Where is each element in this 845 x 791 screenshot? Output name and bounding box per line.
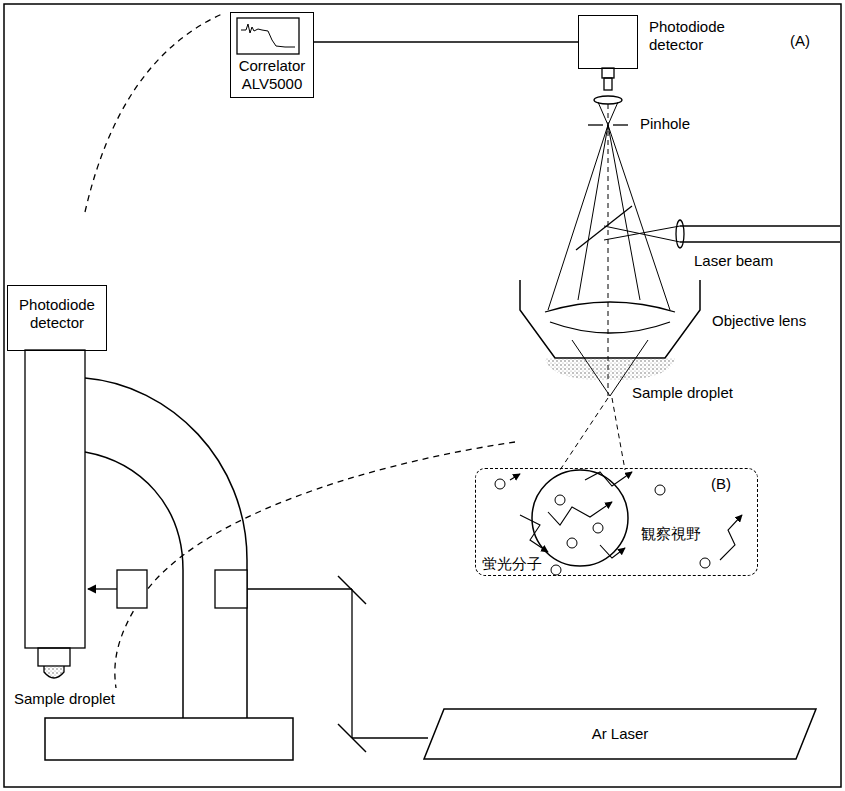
- connector-line: [314, 41, 578, 43]
- correlation-curve: [241, 24, 295, 47]
- detector-box: Photodiode detector: [7, 285, 107, 351]
- detector-box: Photodiode detector: [578, 15, 638, 69]
- correlator-screen: [237, 18, 299, 54]
- node-text: 蛍光分子: [482, 555, 546, 573]
- laser-box: Ar Laser: [420, 708, 820, 760]
- laser-path: [351, 589, 352, 738]
- ray: [578, 125, 608, 300]
- microscope-tube: [25, 350, 85, 648]
- droplet: [44, 666, 64, 678]
- zoom-arc: [115, 442, 515, 688]
- knob: [215, 570, 247, 608]
- part-label: Laser beam: [694, 252, 773, 270]
- node-text: 観察視野: [641, 525, 711, 543]
- node-text: Ar Laser: [592, 725, 649, 743]
- node-text: Correlator: [231, 57, 313, 75]
- node-text: ALV5000: [231, 75, 313, 93]
- node-text: (B): [711, 475, 751, 493]
- nosepiece: [38, 648, 70, 666]
- node-text: Photodiode detector: [649, 18, 749, 54]
- diffusion-paths: [510, 472, 742, 560]
- laser-path: [247, 588, 352, 589]
- laser-beam: [680, 225, 840, 226]
- sample-droplet: [545, 358, 675, 380]
- zoom-line: [612, 398, 625, 470]
- part-label: Pinhole: [640, 115, 690, 133]
- zoom-line: [560, 398, 608, 470]
- ray: [548, 125, 608, 310]
- knob: [117, 570, 147, 608]
- laser-beam: [604, 226, 680, 242]
- ray: [598, 102, 608, 125]
- pinhole-plate: [613, 124, 628, 125]
- zoom-arc: [85, 14, 222, 212]
- node-text: Photodiode detector: [8, 296, 106, 332]
- part-label: Sample droplet: [14, 690, 115, 708]
- zoom-panel: (B) 観察視野蛍光分子: [475, 468, 758, 576]
- detector-port: [604, 78, 612, 90]
- laser-path: [352, 737, 428, 738]
- detector-port: [602, 68, 614, 78]
- part-label: Objective lens: [712, 312, 806, 330]
- frame: [4, 4, 841, 787]
- microscope-base: [45, 718, 293, 760]
- microscope-arm: [85, 378, 247, 718]
- objective-lens: [545, 302, 675, 312]
- optical-axis: [608, 104, 609, 396]
- correlator-box: CorrelatorALV5000: [230, 12, 314, 98]
- pinhole-plate: [588, 124, 603, 125]
- part-label: (A): [790, 32, 810, 50]
- beam-splitter: [576, 206, 632, 250]
- part-label: Sample droplet: [632, 384, 733, 402]
- objective-lens: [550, 322, 670, 333]
- microscope-arm: [85, 452, 183, 718]
- laser-beam: [680, 241, 840, 242]
- beam-arrow: [88, 588, 117, 589]
- objective-housing: [520, 280, 700, 358]
- ray: [608, 102, 618, 125]
- lens: [676, 220, 684, 248]
